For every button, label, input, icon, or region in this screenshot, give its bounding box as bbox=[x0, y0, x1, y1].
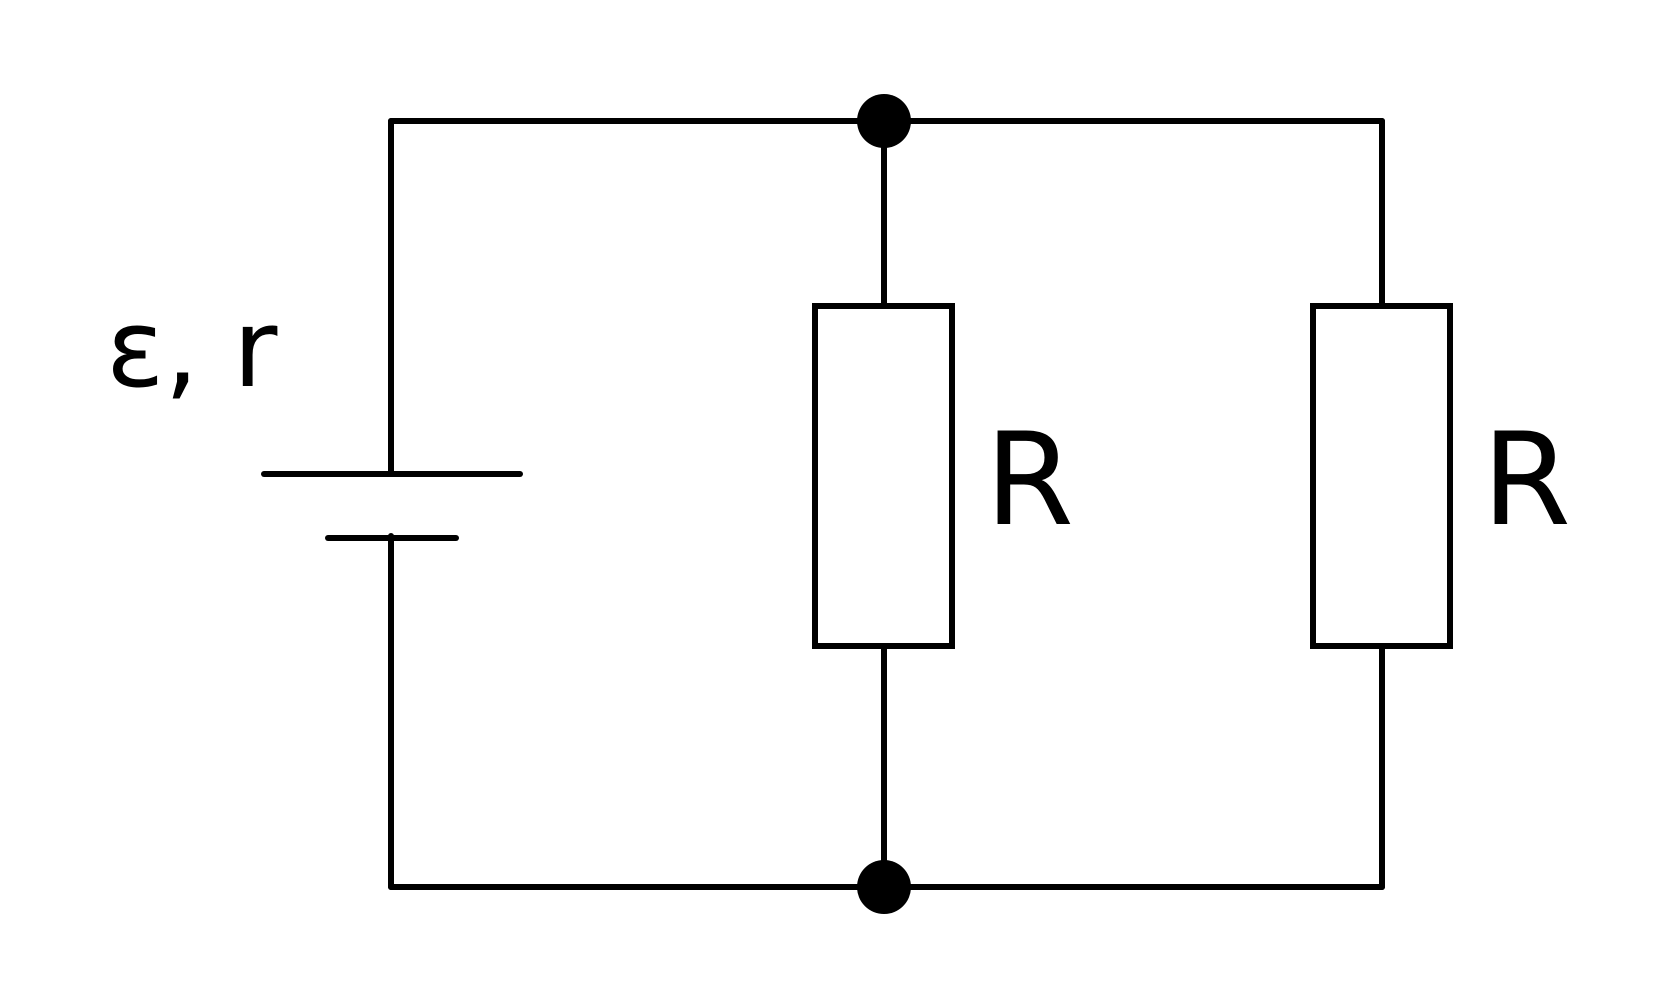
junction-top bbox=[857, 94, 911, 148]
resistor-1 bbox=[812, 303, 955, 649]
junction-bottom bbox=[857, 860, 911, 914]
battery bbox=[261, 471, 523, 541]
source-label: ε, r bbox=[106, 287, 278, 412]
resistor-2 bbox=[1310, 303, 1453, 649]
resistor-2-label: R bbox=[1482, 406, 1571, 555]
resistor-1-label: R bbox=[985, 406, 1074, 555]
